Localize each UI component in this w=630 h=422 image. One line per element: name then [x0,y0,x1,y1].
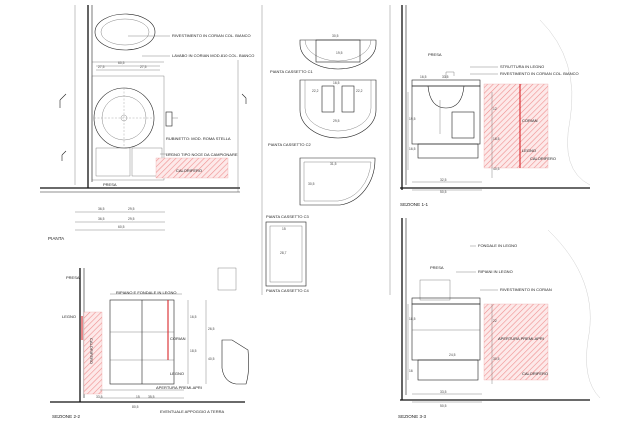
s33-label-presa: PRESA [430,265,444,270]
c3-dim-width: 31,5 [330,162,337,166]
s33-dim-2: 33,5 [440,390,447,394]
calorifero-hatch [155,157,229,179]
c2-title: PIANTA CASSETTO C2 [268,142,312,147]
s33-title: SEZIONE 3-3 [398,414,427,419]
pianta-dim-1: 27,5 [98,65,105,69]
pianta-label-lavabo: LAVABO IN CORIAN MOD.810 COL. BIANCO [172,53,254,58]
c4-dim-width: 15 [282,227,286,231]
s11-label-rivestimento: RIVESTIMENTO IN CORIAN COL. BIANCO [500,71,579,76]
s22-dim-1: 33,5 [96,395,103,399]
s22-dim-3: 35,5 [148,395,155,399]
pianta-dim-8: 60,5 [118,225,125,229]
s22-calorifero-hatch [83,311,103,395]
cassetto-c4-plan: 15 28,7 PIANTA CASSETTO C4 [265,221,310,293]
s33-label-ripiani: RIPIANI IN LEGNO [478,269,513,274]
pianta-label-calorifero: CALORIFERO [176,168,202,173]
s33-label-calorifero: CALORIFERO [522,371,548,376]
c4-dim-depth: 28,7 [280,251,287,255]
s33-dim-3: 50,5 [440,404,447,408]
s22-dim-2: 15 [136,395,140,399]
s22-label-legno-left: LEGNO [62,314,76,319]
s33-dim-4: 18,5 [409,317,416,321]
s22-label-apertura: APERTURA PREMI-APRI [156,385,202,390]
pianta-title: PIANTA [48,236,65,241]
s11-dim-4: 50,5 [440,190,447,194]
s22-label-ripiano: RIPIANO E FONDALE IN LEGNO [116,290,176,295]
cassetti-views: 30,5 19,5 PIANTA CASSETTO C1 22,2 16,5 2… [261,5,391,295]
c2-dim-1: 22,2 [312,89,319,93]
s33-label-fondale: FONDALE IN LEGNO [478,243,517,248]
s22-label-calorifero: CALORIFERO [89,338,94,364]
s22-dim-4: 16,5 [190,315,197,319]
c1-dim-depth: 19,5 [336,51,343,55]
c2-dim-4: 29,5 [333,119,340,123]
s22-toilet [221,339,249,385]
c2-dim-2: 16,5 [333,81,340,85]
cassetto-c3-plan: 31,5 30,5 PIANTA CASSETTO C3 [266,157,376,219]
s22-dim-8: 40,5 [208,357,215,361]
pianta-label-rubinetto: RUBINETTO: MOD. ROMA STELLA [166,136,231,141]
s33-dim-5: 16 [409,369,413,373]
s33-label-apertura: APERTURA PREMI-APRI [498,336,544,341]
s33-dim-6: 22 [493,319,497,323]
s11-dim-9: 40,5 [493,167,500,171]
cassetto-c2-plan: 22,2 16,5 22,2 29,5 PIANTA CASSETTO C2 [268,79,377,147]
pianta-dim-5: 29,5 [128,207,135,211]
s11-dim-2: 33,5 [442,75,449,79]
s11-dim-1: 16,5 [420,75,427,79]
s22-label-appoggio: EVENTUALE APPOGGIO A TERRA [160,409,225,414]
sezione-3-3-view: FONDALE IN LEGNO PRESA RIPIANI IN LEGNO … [398,218,601,419]
c3-dim-depth: 30,5 [308,182,315,186]
s11-dim-3: 32,5 [440,178,447,182]
s11-label-presa: PRESA [428,52,442,57]
s22-label-corian: CORIAN [170,336,186,341]
s11-label-struttura: STRUTTURA IN LEGNO [500,64,544,69]
s33-calorifero-hatch [483,303,549,381]
s33-dim-7: 30,5 [493,357,500,361]
s22-dim-6: 26,5 [208,327,215,331]
c2-dim-3: 22,2 [356,89,363,93]
s33-dim-1: 24,5 [449,353,456,357]
pianta-dim-2: 60,5 [118,61,125,65]
s11-dim-8: 18,5 [493,137,500,141]
s11-label-legno: LEGNO [522,148,536,153]
lavabo-bowl-top [94,13,156,51]
sezione-2-2-view: PRESA RIPIANO E FONDALE IN LEGNO LEGNO C… [50,267,249,419]
pianta-view: RIVESTIMENTO IN CORIAN COL. BIANCO LAVAB… [40,5,254,241]
c1-dim-width: 30,5 [332,34,339,38]
pianta-label-legno: LEGNO TIPO NOCE DA CAMPIONARE [166,152,238,157]
s11-calorifero-hatch [483,83,549,169]
s11-dim-7: 12 [493,107,497,111]
sezione-1-1-view: PRESA STRUTTURA IN LEGNO RIVESTIMENTO IN… [400,5,591,207]
s11-label-calorifero: CALORIFERO [530,156,556,161]
pianta-label-presa: PRESA [103,182,117,187]
s22-dim-5: 80,5 [132,405,139,409]
s11-title: SEZIONE 1-1 [400,202,429,207]
s22-dim-7: 18,5 [190,349,197,353]
pianta-dim-6: 36,5 [98,217,105,221]
cassetto-c1-plan: 30,5 19,5 PIANTA CASSETTO C1 [270,34,377,74]
pianta-dim-7: 29,5 [128,217,135,221]
s22-label-presa: PRESA [66,275,80,280]
s11-label-corian: CORIAN [522,118,538,123]
c3-title: PIANTA CASSETTO C3 [266,214,310,219]
pianta-dim-3: 27,5 [140,65,147,69]
s22-label-legno-right: LEGNO [170,371,184,376]
pianta-label-rivestimento: RIVESTIMENTO IN CORIAN COL. BIANCO [172,33,251,38]
pianta-dim-4: 36,5 [98,207,105,211]
s11-dim-5: 19,5 [409,117,416,121]
c4-title: PIANTA CASSETTO C4 [266,288,310,293]
rubinetto-plan [165,111,173,127]
s22-title: SEZIONE 2-2 [52,414,81,419]
s11-dim-6: 16,5 [409,147,416,151]
c1-title: PIANTA CASSETTO C1 [270,69,314,74]
s33-label-rivestimento: RIVESTIMENTO IN CORIAN [500,287,552,292]
